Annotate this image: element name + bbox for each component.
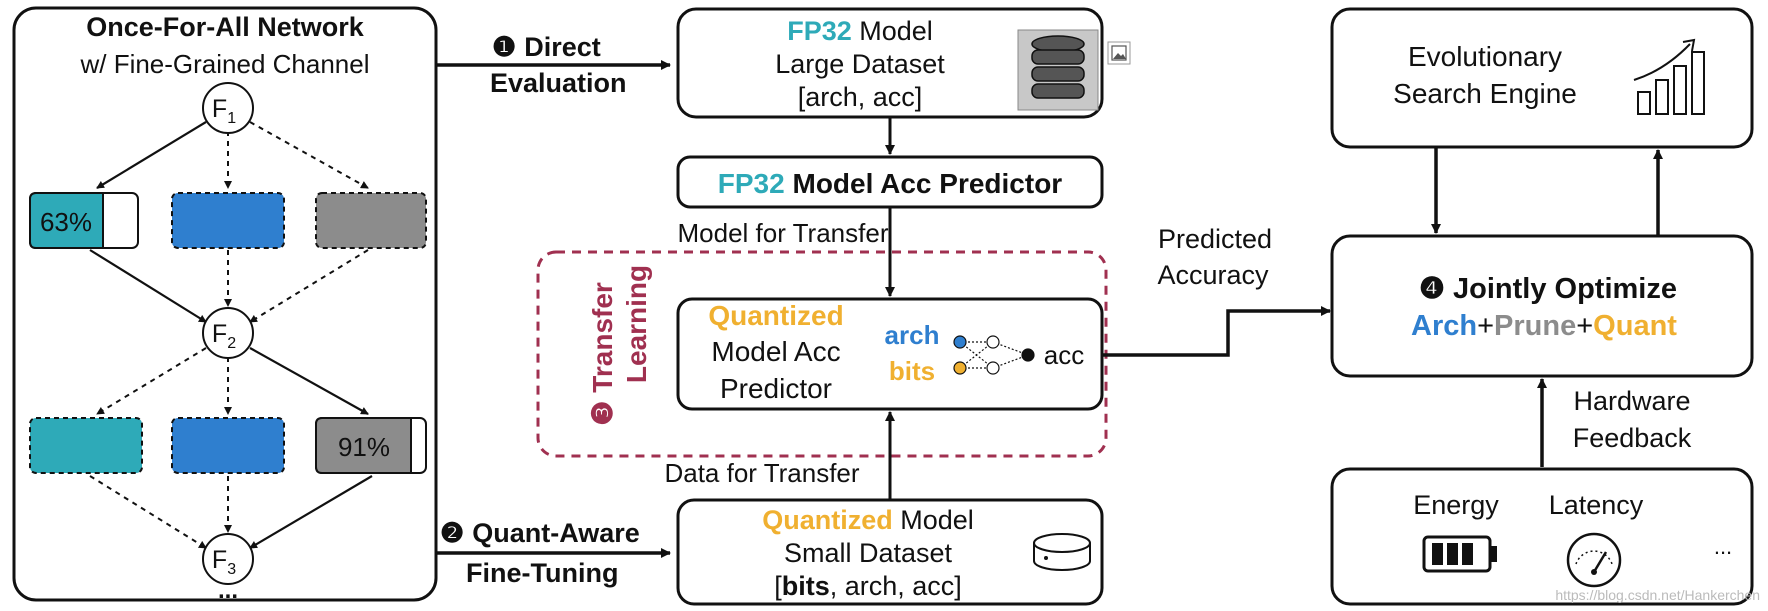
evolutionary-search-box (1330, 7, 1754, 149)
energy-label: Energy (1413, 490, 1499, 520)
edge-f2-teal (96, 347, 207, 415)
more-metrics-ellipsis: ... (1714, 534, 1732, 559)
predicted-accuracy-line1: Predicted (1158, 224, 1272, 254)
node-f1-label: F1 (212, 95, 236, 127)
nn-input-bits: bits (889, 356, 935, 386)
model-for-transfer-label: Model for Transfer (678, 218, 889, 248)
speedometer-icon (1566, 532, 1622, 588)
fp32-model-line2: Large Dataset (775, 49, 945, 79)
transfer-learning-label: ❸Transfer Learning (587, 265, 652, 426)
edge-f1-teal (96, 121, 207, 189)
edge-gray-f3 (249, 475, 373, 549)
nn-input-arch: arch (885, 320, 940, 350)
block-teal-63-fill (29, 192, 104, 249)
block-blue-1 (171, 192, 285, 249)
joint-optimize-box (1330, 234, 1754, 378)
quant-model-line3: [bits, arch, acc] (774, 571, 962, 601)
quant-predictor-line1: Quantized (708, 300, 843, 331)
battery-icon (1422, 535, 1497, 573)
hardware-box (1330, 467, 1754, 606)
edge-f1-gray (249, 121, 369, 189)
ofa-ellipsis: ... (218, 577, 238, 604)
image-placeholder-icon (1107, 41, 1131, 65)
edge-teal-f3 (89, 475, 207, 549)
joint-optimize-terms: Arch+Prune+Quant (1411, 310, 1677, 342)
block-gray-91-fill (315, 417, 412, 474)
quant-model-line1: Quantized Model (762, 505, 974, 535)
fp32-model-line1: FP32 Model (787, 16, 933, 46)
step2-label-line2: Fine-Tuning (466, 558, 618, 588)
block-blue-2 (171, 417, 285, 474)
ofa-subtitle: w/ Fine-Grained Channel (79, 49, 369, 79)
block-teal-2 (29, 417, 143, 474)
hardware-feedback-line2: Feedback (1573, 423, 1692, 453)
node-f3-label: F3 (212, 546, 236, 578)
quant-predictor-line2: Model Acc (711, 336, 840, 367)
evolutionary-line1: Evolutionary (1408, 41, 1562, 72)
neural-net-icon (953, 335, 1035, 375)
hardware-feedback-line1: Hardware (1573, 386, 1690, 416)
latency-label: Latency (1549, 490, 1644, 520)
svg-text:❸Transfer: ❸Transfer (587, 282, 618, 426)
quant-model-box (676, 498, 1104, 606)
block-gray-91-label: 91% (338, 432, 390, 462)
node-f1 (202, 82, 254, 134)
step1-label-line2: Evaluation (490, 68, 627, 98)
node-f3 (202, 533, 254, 585)
block-gray-1 (315, 192, 427, 249)
edge-teal-f2 (89, 249, 207, 323)
block-teal-63-label: 63% (40, 207, 92, 237)
node-f2 (202, 307, 254, 359)
nn-output-acc: acc (1044, 340, 1084, 370)
ofa-title: Once-For-All Network (86, 12, 365, 42)
edge-f2-gray (249, 347, 369, 415)
predicted-accuracy-line2: Accuracy (1157, 260, 1269, 290)
edge-gray-f2 (249, 249, 369, 323)
quant-model-line2: Small Dataset (784, 538, 953, 568)
arrow-predicted-accuracy (1102, 306, 1331, 357)
fp32-model-line3: [arch, acc] (798, 82, 923, 112)
disk-icon (1033, 533, 1091, 571)
svg-text:Learning: Learning (621, 265, 652, 383)
growth-chart-icon (1633, 38, 1705, 115)
evolutionary-line2: Search Engine (1393, 78, 1577, 109)
node-f2-label: F2 (212, 320, 236, 352)
quant-predictor-line3: Predictor (720, 373, 832, 404)
watermark: https://blog.csdn.net/Hankerchen (1555, 587, 1760, 603)
database-icon (1017, 29, 1099, 111)
fp32-predictor-label: FP32 Model Acc Predictor (718, 168, 1063, 199)
data-for-transfer-label: Data for Transfer (664, 458, 859, 488)
